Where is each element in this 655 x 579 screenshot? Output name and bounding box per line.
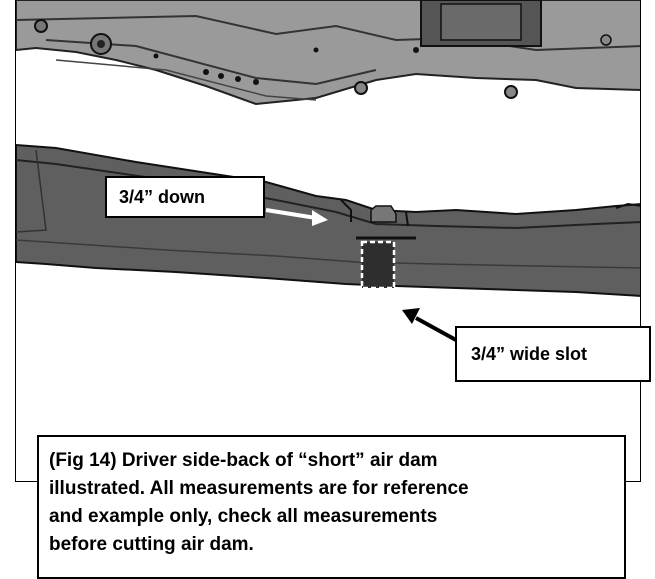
caption-line: and example only, check all measurements — [49, 506, 438, 527]
chassis-frame — [16, 0, 640, 106]
figure-caption: (Fig 14) Driver side-back of “short” air… — [37, 435, 626, 579]
caption-line: illustrated. All measurements are for re… — [49, 478, 469, 499]
down-arrow — [265, 208, 328, 226]
callout-slot-label: 3/4” wide slot — [455, 326, 651, 382]
air-dam-body — [16, 143, 640, 297]
figure-frame — [15, 0, 641, 482]
caption-line: (Fig 14) Driver side-back of “short” air… — [49, 450, 438, 471]
callout-down-label: 3/4” down — [105, 176, 265, 218]
slot-arrow — [402, 308, 457, 342]
caption-line: before cutting air dam. — [49, 534, 254, 555]
slot-marker — [360, 240, 396, 290]
air-dam-illustration — [16, 0, 640, 342]
